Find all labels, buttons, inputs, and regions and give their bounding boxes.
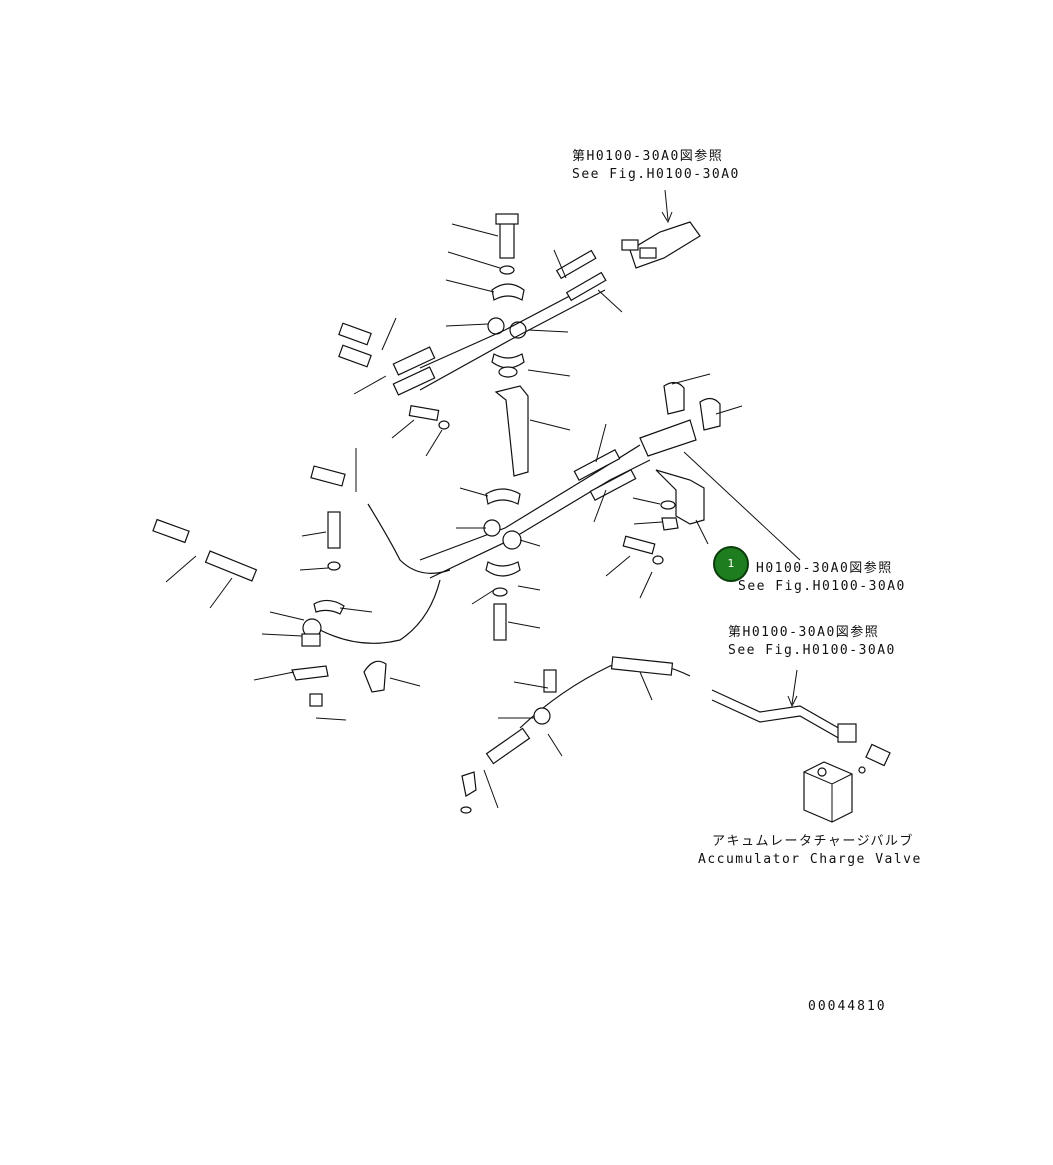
part-badge[interactable]: 1 [713, 546, 749, 582]
upper-manifold-block [629, 221, 701, 269]
lower-fitting-lower [485, 727, 531, 765]
middle-hose-assembly [419, 381, 721, 641]
lower-hose-assembly [460, 656, 857, 814]
drawing-number: 00044810 [808, 999, 887, 1014]
upper-washer [499, 265, 515, 275]
middle-grommet-left [483, 519, 501, 537]
ref-top-en: See Fig.H0100-30A0 [572, 167, 740, 182]
upper-clamp-half [491, 283, 525, 301]
middle-grommet-right [502, 530, 522, 550]
upper-hose-a [419, 279, 601, 369]
middle-hose-a [419, 444, 641, 561]
lower-fitting-upper [610, 656, 674, 676]
upper-fitting-a [555, 249, 597, 280]
leader-lines [165, 223, 801, 809]
upper-hose-assembly [338, 189, 701, 396]
part-badge-number: 1 [727, 557, 735, 570]
middle-bracket-plate [655, 469, 705, 525]
support-bracket [408, 366, 529, 477]
ref-middle-en: See Fig.H0100-30A0 [738, 579, 906, 594]
accumulator-charge-valve [803, 743, 891, 823]
valve-caption-en: Accumulator Charge Valve [698, 852, 922, 867]
middle-manifold-block [639, 419, 697, 457]
valve-caption-jp: アキュムレータチャージバルブ [712, 834, 914, 849]
ref-lower-en: See Fig.H0100-30A0 [728, 643, 896, 658]
ref-top-jp: 第H0100-30A0図参照 [572, 149, 724, 164]
ref-middle-jp: H0100-30A0図参照 [756, 561, 893, 576]
upper-hose-b [419, 289, 606, 391]
ref-lower-jp: 第H0100-30A0図参照 [728, 625, 880, 640]
middle-fitting-b [589, 468, 637, 502]
upper-connector-a [338, 322, 372, 346]
left-hose [367, 503, 451, 574]
middle-fitting-a [573, 448, 621, 482]
upper-connector-b [338, 344, 372, 368]
upper-fitting-b [565, 271, 607, 302]
left-hose-assembly [152, 465, 451, 707]
upper-clamp-lower [491, 353, 525, 369]
lower-pipe [711, 689, 843, 731]
